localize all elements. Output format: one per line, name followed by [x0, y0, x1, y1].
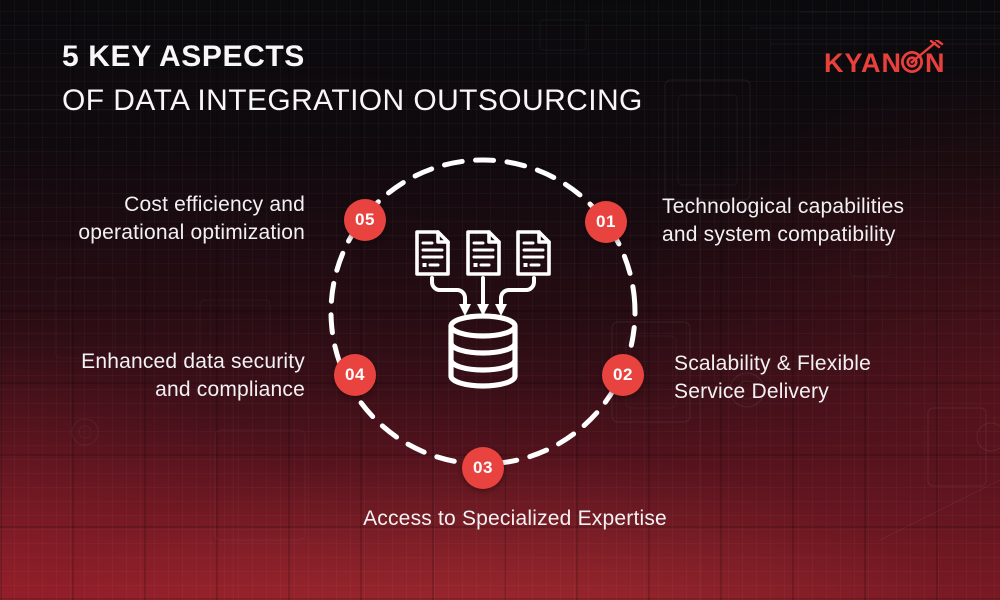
- badge-number: 04: [345, 365, 365, 384]
- database-icon: [448, 313, 518, 389]
- step-label-01: Technological capabilities and system co…: [662, 193, 904, 249]
- title-line-1: 5 KEY ASPECTS: [62, 40, 305, 73]
- step-label-02: Scalability & Flexible Service Delivery: [674, 350, 871, 406]
- badge-number: 05: [355, 210, 375, 229]
- label-line: Technological capabilities: [662, 195, 905, 218]
- badge-number: 03: [473, 458, 493, 477]
- logo-text-pre: KYAN: [824, 48, 902, 78]
- documents-flowing-into-database-icon: [415, 230, 551, 389]
- dart-arrow-icon: [910, 40, 944, 64]
- label-line: Enhanced data security: [81, 350, 305, 373]
- logo-text-post: N: [925, 48, 946, 78]
- page-title: 5 KEY ASPECTS OF DATA INTEGRATION OUTSOU…: [62, 42, 643, 116]
- label-line: operational optimization: [78, 221, 305, 245]
- step-badge-03: 03: [462, 447, 504, 489]
- label-line: Scalability & Flexible: [674, 352, 871, 375]
- title-line-2: OF DATA INTEGRATION OUTSOURCING: [62, 84, 643, 117]
- step-badge-05: 05: [344, 199, 386, 241]
- document-icon: [466, 230, 501, 276]
- badge-number: 01: [596, 212, 616, 231]
- document-icon: [516, 230, 551, 276]
- step-badge-04: 04: [334, 354, 376, 396]
- flow-arrows-icon: [430, 276, 536, 316]
- step-label-05: Cost efficiency and operational optimiza…: [78, 191, 305, 247]
- badge-number: 02: [613, 365, 633, 384]
- label-line: and system compatibility: [662, 223, 896, 247]
- label-line: Access to Specialized Expertise: [363, 507, 667, 530]
- kyanon-logo: KYAN N: [824, 40, 946, 78]
- label-line: Service Delivery: [674, 380, 829, 404]
- step-badge-02: 02: [602, 354, 644, 396]
- document-icon: [415, 230, 450, 276]
- label-line: Cost efficiency and: [124, 193, 305, 216]
- step-label-04: Enhanced data security and compliance: [81, 348, 305, 404]
- step-badge-01: 01: [585, 201, 627, 243]
- label-line: and compliance: [155, 378, 305, 402]
- step-label-03: Access to Specialized Expertise: [300, 505, 730, 533]
